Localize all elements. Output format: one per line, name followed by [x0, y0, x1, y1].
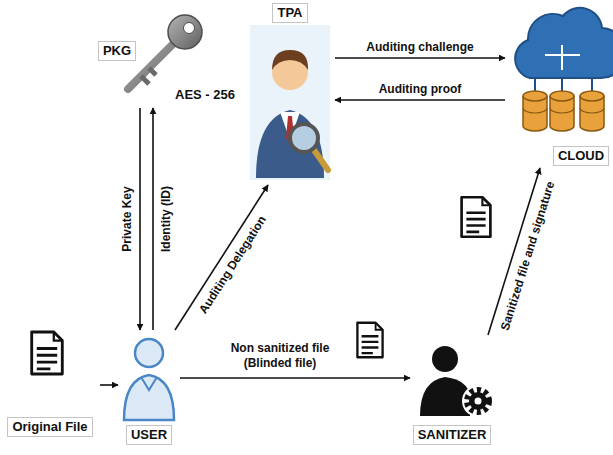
edge-label: Private Key: [120, 184, 135, 253]
edge-label: Auditing challenge: [364, 40, 475, 55]
key-generator: PKG AES - 256: [95, 5, 245, 108]
sanitizer-icon: [420, 346, 494, 417]
flow-arrow: [180, 377, 410, 379]
flow-arrow: [152, 108, 154, 330]
node-caption: AES - 256: [175, 87, 235, 103]
user-node: USER: [118, 330, 180, 450]
user-icon: [124, 339, 174, 420]
edge-label: Non sanitized file (Blinded file): [213, 341, 347, 371]
node-label: TPA: [272, 3, 307, 23]
node-label: USER: [126, 425, 172, 445]
auditor-node: TPA: [245, 2, 335, 185]
flow-arrow: [100, 384, 118, 386]
flow-arrow: [139, 108, 141, 330]
edge-label: Auditing proof: [377, 82, 464, 97]
edge-label: Sanitized file and signature: [497, 177, 559, 334]
sanitizer-node: SANITIZER: [410, 335, 500, 450]
edge-label: Identity (ID): [159, 184, 174, 254]
edge-label: Auditing Delegation: [195, 211, 271, 318]
auditor-icon: [250, 25, 330, 180]
flow-arrow: [335, 99, 505, 101]
cloud-icon: [515, 8, 613, 131]
flow-arrow: [335, 57, 505, 59]
node-label: CLOUD: [553, 146, 609, 166]
node-label: PKG: [98, 41, 136, 61]
file-node: Original File: [5, 322, 100, 450]
node-label: Original File: [7, 417, 92, 437]
node-label: SANITIZER: [413, 425, 492, 445]
document-icon: [462, 197, 491, 236]
document-icon: [357, 323, 382, 358]
key-icon: [128, 15, 202, 89]
cloud-node: CLOUD: [505, 8, 609, 168]
flow-arrow: [175, 185, 268, 330]
document-icon: [32, 332, 63, 374]
